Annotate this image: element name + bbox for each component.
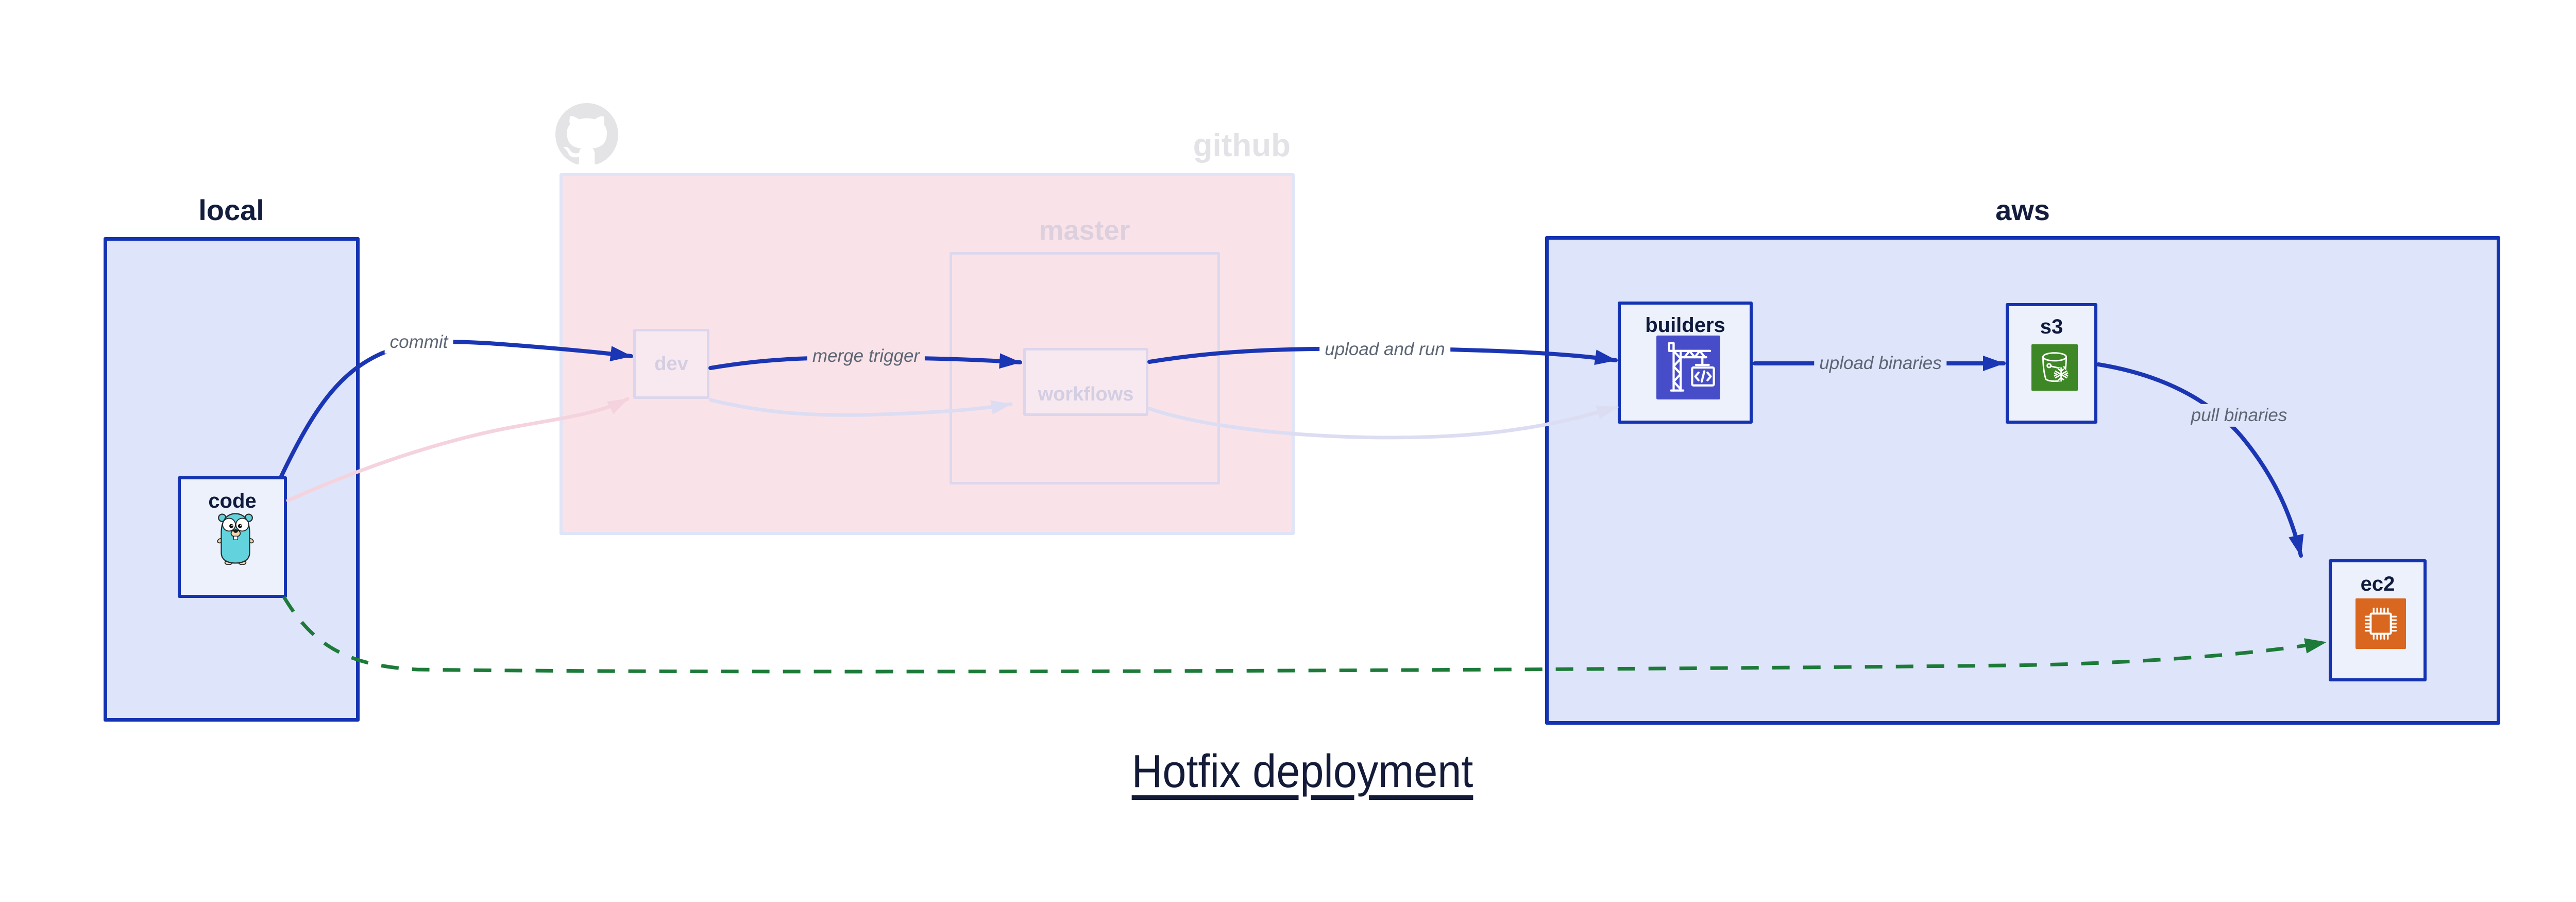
node-dev: dev bbox=[633, 329, 709, 399]
ec2-chip-icon bbox=[2355, 598, 2406, 649]
cluster-label-local: local bbox=[198, 194, 264, 226]
diagram-title: Hotfix deployment bbox=[1131, 746, 1473, 797]
edge-label-commit: commit bbox=[384, 330, 453, 354]
node-dev-label: dev bbox=[654, 353, 688, 375]
node-code: code bbox=[178, 476, 287, 598]
github-octocat-icon bbox=[555, 103, 618, 164]
go-gopher-icon bbox=[217, 513, 254, 565]
node-builders-label: builders bbox=[1645, 314, 1725, 337]
cluster-label-master: master bbox=[1039, 215, 1130, 246]
edge-label-upload-and-run: upload and run bbox=[1319, 338, 1450, 361]
cluster-label-github: github bbox=[1193, 128, 1291, 163]
node-code-label: code bbox=[208, 490, 257, 512]
s3-bucket-snowflake-icon bbox=[2031, 344, 2078, 391]
edge-label-upload-binaries: upload binaries bbox=[1814, 352, 1947, 375]
node-workflows: workflows bbox=[1023, 348, 1148, 416]
cluster-label-aws: aws bbox=[1995, 194, 2050, 226]
node-builders: builders bbox=[1618, 302, 1753, 424]
node-workflows-label: workflows bbox=[1038, 383, 1134, 405]
node-ec2-label: ec2 bbox=[2360, 573, 2395, 595]
codebuild-crane-icon bbox=[1656, 336, 1720, 399]
node-s3: s3 bbox=[2006, 303, 2097, 424]
edge-label-pull-binaries: pull binaries bbox=[2185, 404, 2293, 427]
node-s3-label: s3 bbox=[2040, 315, 2063, 338]
node-ec2: ec2 bbox=[2329, 559, 2427, 681]
edge-label-merge-trigger: merge trigger bbox=[807, 344, 925, 368]
